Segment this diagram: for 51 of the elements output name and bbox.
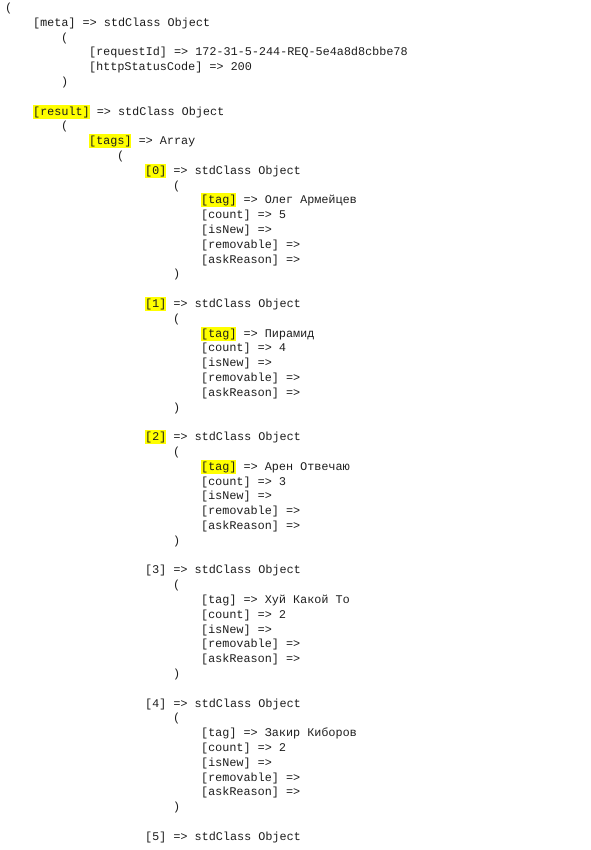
code-line: [count] => 2 [201,741,286,756]
code-line: [0] => stdClass Object [145,164,301,179]
code-line: [count] => 5 [201,208,286,224]
code-line: ) [173,534,180,549]
code-line: [removable] => [201,504,300,520]
code-line: [1] => stdClass Object [145,297,301,312]
code-line: [askReason] => [201,785,300,800]
code-line: [tag] => Хуй Какой То [201,593,350,608]
code-line: [removable] => [201,371,300,386]
code-line: ) [173,267,180,282]
code-line: ) [173,400,180,416]
code-line: ( [117,149,124,164]
code-line: ( [173,578,180,594]
code-line: [2] => stdClass Object [145,430,301,446]
code-line: [removable] => [201,770,300,786]
code-line: [result] => stdClass Object [33,104,224,120]
code-line: [3] => stdClass Object [145,563,301,578]
code-line: [tag] => Пирамид [201,326,314,342]
code-line: [4] => stdClass Object [145,696,301,712]
code-line: [count] => 3 [201,474,286,490]
code-line: ( [173,711,180,726]
code-line: ) [61,75,68,90]
code-line: [askReason] => [201,252,300,268]
code-line: [tag] => Арен Отвечаю [201,460,350,475]
code-line: ( [61,119,68,134]
code-line: ( [61,30,68,46]
code-line: [isNew] => [201,489,272,504]
code-line: [requestId] => 172-31-5-244-REQ-5e4a8d8cbbe78 [89,45,408,60]
code-line: ( [173,445,180,460]
code-line: [tags] => Array [89,134,196,150]
code-line: ) [173,667,180,682]
code-line: [tag] => Олег Армейцев [201,193,357,208]
code-line: [count] => 4 [201,341,286,356]
code-line: [count] => 2 [201,608,286,623]
code-line: [askReason] => [201,652,300,668]
code-line: [meta] => stdClass Object [33,16,210,31]
code-line: ) [173,800,180,816]
code-line: [isNew] => [201,622,272,638]
code-line: [askReason] => [201,386,300,401]
code-line: [5] => stdClass Object [145,830,301,845]
code-line: [removable] => [201,637,300,652]
code-line: [tag] => Закир Киборов [201,726,357,742]
code-line: ( [5,1,12,16]
code-line: [isNew] => [201,756,272,771]
code-line: [isNew] => [201,356,272,372]
code-line: [isNew] => [201,223,272,238]
code-line: ( [173,178,180,194]
code-line: [askReason] => [201,519,300,534]
code-line: [httpStatusCode] => 200 [89,60,252,76]
code-line: ( [173,312,180,327]
code-line: [removable] => [201,238,300,253]
